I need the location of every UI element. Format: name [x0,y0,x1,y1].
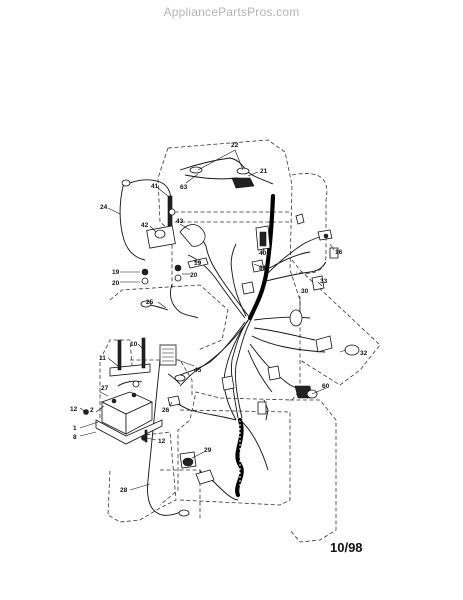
frame-outline [99,139,381,543]
callout-28: 28 [120,487,128,494]
callout-8: 8 [73,434,77,441]
callout-12b: 12 [158,438,166,445]
callout-29: 29 [204,447,212,454]
callout-11: 11 [99,355,106,362]
callout-10: 10 [130,341,138,348]
callout-1: 1 [73,425,77,432]
watermark: AppliancePartsPros.com [163,5,300,19]
callout-63: 63 [180,184,188,191]
callout-32: 32 [360,350,368,357]
callout-22: 22 [231,142,239,149]
callout-labels: 22 63 21 41 24 42 43 40 16 19 81 20 19 2… [70,142,368,494]
callout-20b: 20 [112,280,120,287]
callout-25: 25 [146,299,154,306]
callout-26: 26 [162,407,170,414]
ignition-switch [141,195,209,285]
callout-45: 45 [194,367,202,374]
callout-43: 43 [176,218,184,225]
callout-27: 27 [101,385,109,392]
headlight-wiring [179,157,274,189]
center-components [159,344,281,485]
callout-81: 81 [259,265,267,272]
callout-19b: 19 [112,269,120,276]
callout-42: 42 [141,222,149,229]
callout-41: 41 [151,183,159,190]
leader-lines [79,149,347,491]
callout-16: 16 [335,249,343,256]
date-code: 10/98 [330,540,363,555]
wire-bundles [167,228,331,501]
right-components [241,213,360,399]
callout-2: 2 [90,407,94,414]
callout-40: 40 [259,250,267,257]
callout-12a: 12 [70,406,78,413]
callout-30: 30 [301,288,309,295]
callout-60: 60 [322,383,330,390]
callout-21: 21 [260,168,268,175]
callout-33: 33 [320,278,328,285]
callout-20a: 20 [190,272,198,279]
callout-24: 24 [100,204,108,211]
callout-19a: 19 [194,260,202,267]
battery-assembly [83,337,163,445]
battery-cables [119,179,199,517]
